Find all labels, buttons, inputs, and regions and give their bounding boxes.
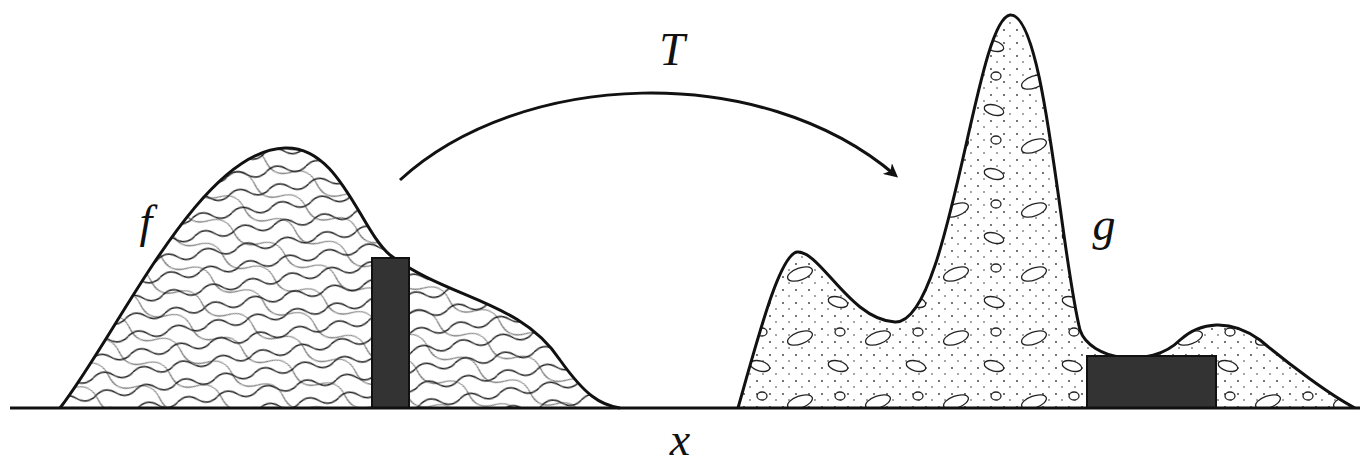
map-label: T bbox=[659, 27, 685, 73]
source-label: f bbox=[140, 199, 153, 245]
target-label: g bbox=[1093, 202, 1116, 248]
axis-label: x bbox=[670, 417, 690, 463]
